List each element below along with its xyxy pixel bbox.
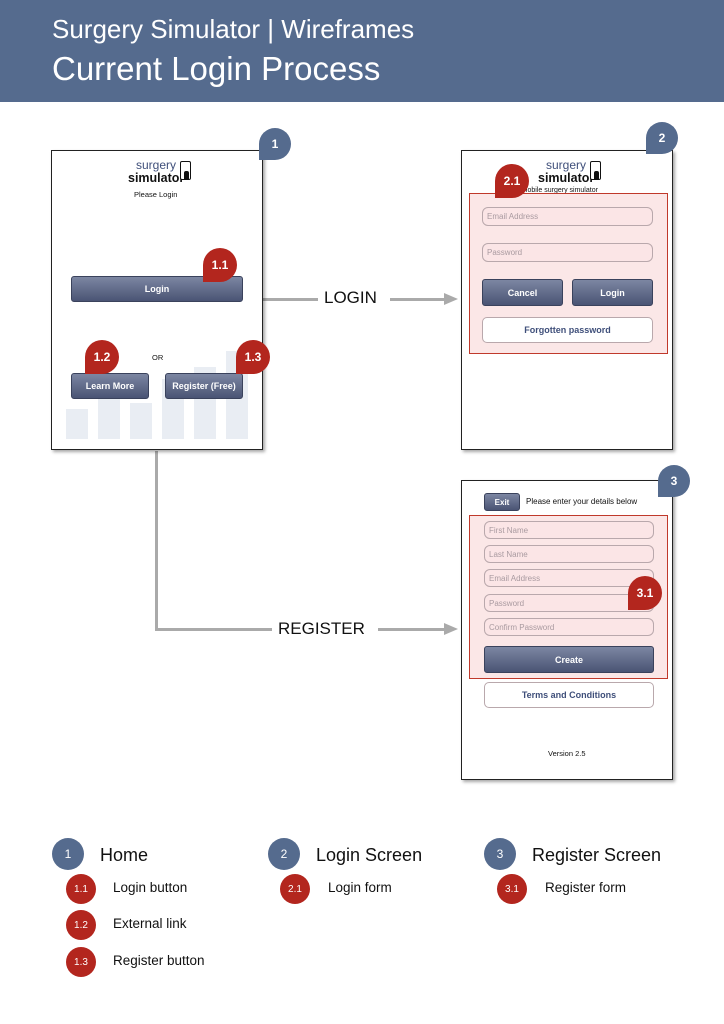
- callout-1-1: 1.1: [203, 248, 237, 282]
- screen-1-badge: 1: [259, 128, 291, 160]
- phone-icon: [590, 161, 601, 180]
- first-name-field[interactable]: First Name: [484, 521, 654, 539]
- learn-more-button[interactable]: Learn More: [71, 373, 149, 399]
- login-arrow-label: LOGIN: [318, 288, 383, 308]
- legend-badge-1-3: 1.3: [66, 947, 96, 977]
- legend-item-login-button: Login button: [113, 880, 188, 895]
- legend-item-external-link: External link: [113, 916, 187, 931]
- logo-word-simulator: simulator: [538, 171, 595, 185]
- confirm-password-field[interactable]: Confirm Password: [484, 618, 654, 636]
- or-text: OR: [152, 353, 164, 362]
- exit-button[interactable]: Exit: [484, 493, 520, 511]
- email-field[interactable]: Email Address: [484, 569, 654, 587]
- legend-item-login-form: Login form: [328, 880, 392, 895]
- header-subtitle: Current Login Process: [52, 50, 381, 87]
- logo-word-surgery: surgery: [135, 158, 176, 172]
- password-field[interactable]: Password: [482, 243, 653, 262]
- callout-3-1: 3.1: [628, 576, 662, 610]
- please-login-text: Please Login: [134, 190, 178, 199]
- create-button[interactable]: Create: [484, 646, 654, 673]
- tagline-text: the mobile surgery simulator: [510, 187, 598, 194]
- header-banner: Surgery Simulator | Wireframes Current L…: [0, 0, 724, 102]
- register-arrowhead: [444, 623, 458, 635]
- legend-badge-3-1: 3.1: [497, 874, 527, 904]
- logo-word-simulator: simulator: [128, 171, 185, 185]
- register-connector-horizontal-right: [378, 628, 445, 631]
- header-title: Surgery Simulator | Wireframes: [52, 14, 415, 44]
- legend-item-register-form: Register form: [545, 880, 627, 895]
- last-name-field[interactable]: Last Name: [484, 545, 654, 563]
- register-button[interactable]: Register (Free): [165, 373, 243, 399]
- legend-badge-2: 2: [268, 838, 300, 870]
- register-connector-horizontal-left: [155, 628, 275, 631]
- register-connector-vertical: [155, 451, 158, 631]
- legend-title-home: Home: [100, 845, 149, 865]
- legend-badge-1-1: 1.1: [66, 874, 96, 904]
- legend-item-register-button: Register button: [113, 953, 205, 968]
- cancel-button[interactable]: Cancel: [482, 279, 563, 306]
- screen-2-badge: 2: [646, 122, 678, 154]
- register-instruction-text: Please enter your details below: [526, 497, 638, 506]
- terms-and-conditions-button[interactable]: Terms and Conditions: [484, 682, 654, 708]
- legend-badge-2-1: 2.1: [280, 874, 310, 904]
- register-screen-wireframe: Exit Please enter your details below Fir…: [461, 480, 673, 780]
- login-arrowhead: [444, 293, 458, 305]
- register-arrow-label: REGISTER: [272, 619, 371, 639]
- legend-badge-1: 1: [52, 838, 84, 870]
- app-logo: surgery simulator: [538, 158, 595, 185]
- app-logo: surgery simulator: [128, 158, 185, 185]
- forgotten-password-button[interactable]: Forgotten password: [482, 317, 653, 343]
- legend-badge-1-2: 1.2: [66, 910, 96, 940]
- legend-title-login-screen: Login Screen: [316, 845, 423, 865]
- callout-1-2: 1.2: [85, 340, 119, 374]
- login-submit-button[interactable]: Login: [572, 279, 653, 306]
- legend-title-register-screen: Register Screen: [532, 845, 662, 865]
- login-connector-line-left: [263, 298, 323, 301]
- callout-1-3: 1.3: [236, 340, 270, 374]
- home-screen-wireframe: surgery simulator Please Login Login OR …: [51, 150, 263, 450]
- login-connector-line-right: [390, 298, 445, 301]
- screen-3-badge: 3: [658, 465, 690, 497]
- version-text: Version 2.5: [548, 749, 586, 758]
- legend-badge-3: 3: [484, 838, 516, 870]
- logo-word-surgery: surgery: [545, 158, 586, 172]
- phone-icon: [180, 161, 191, 180]
- callout-2-1: 2.1: [495, 164, 529, 198]
- login-screen-wireframe: surgery simulator the mobile surgery sim…: [461, 150, 673, 450]
- email-field[interactable]: Email Address: [482, 207, 653, 226]
